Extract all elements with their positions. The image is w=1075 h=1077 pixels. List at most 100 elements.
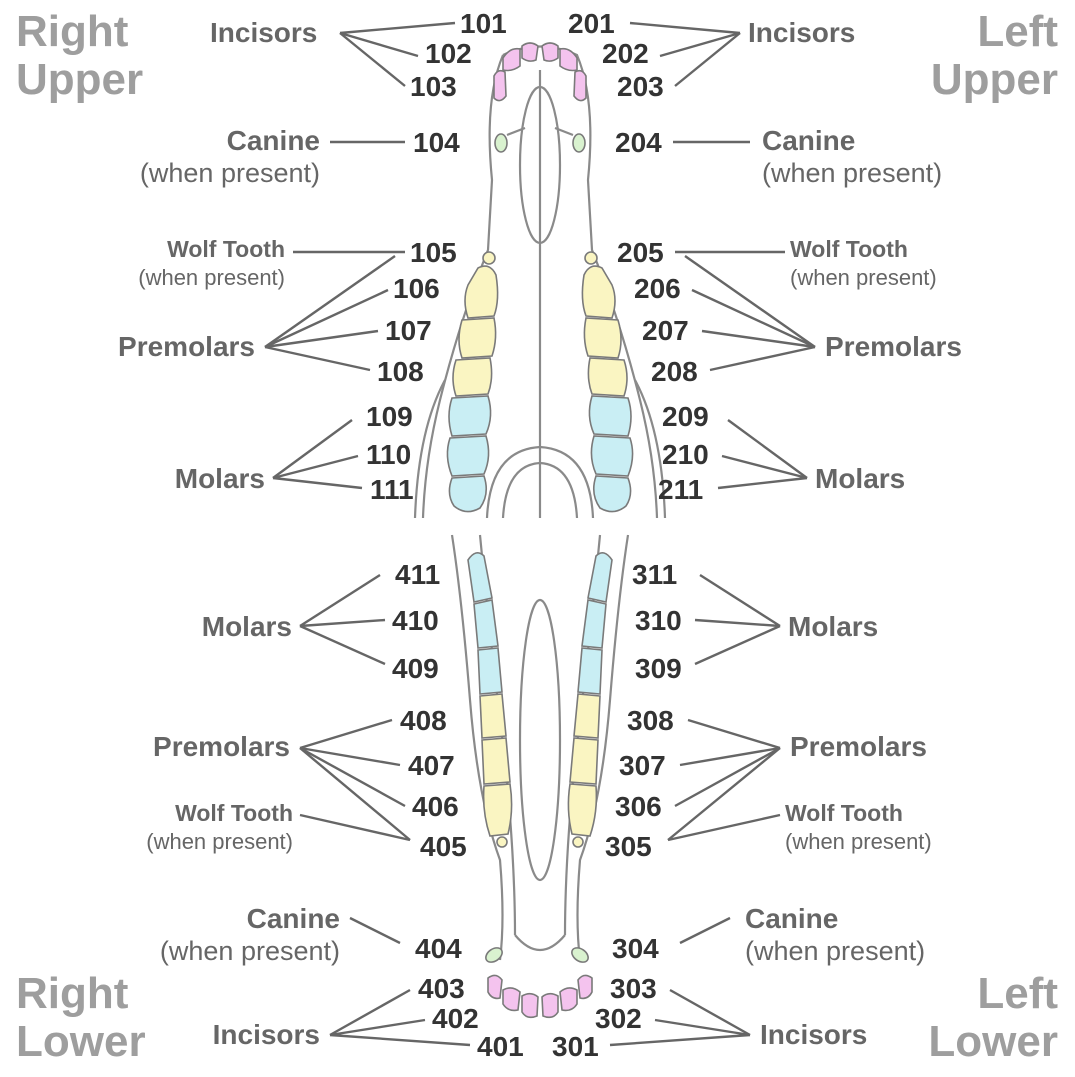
number-409: 409 <box>392 653 439 684</box>
label-canine-lower-left: Canine <box>745 903 838 934</box>
tooth-408 <box>479 693 507 739</box>
tooth-207 <box>583 317 622 359</box>
upper-incisors <box>493 42 587 102</box>
tooth-108 <box>452 357 493 397</box>
quadrant-left-upper-line1: Left <box>977 7 1058 56</box>
label-wolf-tooth-upper-left-note: (when present) <box>790 265 937 290</box>
number-407: 407 <box>408 750 455 781</box>
number-109: 109 <box>366 401 413 432</box>
number-307: 307 <box>619 750 666 781</box>
tooth-309 <box>577 647 603 695</box>
tooth-302 <box>559 987 578 1012</box>
label-premolars-lower-left: Premolars <box>790 731 927 762</box>
label-incisors-upper-right: Incisors <box>210 17 317 48</box>
label-premolars-upper-right: Premolars <box>118 331 255 362</box>
label-wolf-tooth-upper-right-note: (when present) <box>138 265 285 290</box>
number-309: 309 <box>635 653 682 684</box>
number-201: 201 <box>568 8 615 39</box>
tooth-308 <box>573 693 601 739</box>
quadrant-right-lower-line1: Right <box>16 969 129 1018</box>
number-408: 408 <box>400 705 447 736</box>
tooth-102 <box>502 47 521 72</box>
tooth-303 <box>577 974 593 1000</box>
tooth-410 <box>473 599 499 649</box>
tooth-304 <box>571 947 589 963</box>
tooth-209 <box>588 395 632 437</box>
lower-right-cheek-teeth <box>467 552 513 837</box>
quadrant-right-lower-line2: Lower <box>16 1017 146 1066</box>
label-premolars-lower-right: Premolars <box>153 731 290 762</box>
tooth-202 <box>559 47 578 72</box>
number-206: 206 <box>634 273 681 304</box>
tooth-305 <box>572 836 584 848</box>
label-canine-lower-right-note: (when present) <box>160 936 340 966</box>
tooth-206 <box>581 265 616 319</box>
tooth-107 <box>458 317 497 359</box>
number-104: 104 <box>413 127 460 158</box>
number-402: 402 <box>432 1003 479 1034</box>
number-306: 306 <box>615 791 662 822</box>
label-incisors-lower-right: Incisors <box>213 1019 320 1050</box>
number-301: 301 <box>552 1031 599 1062</box>
number-102: 102 <box>425 38 472 69</box>
tooth-301 <box>541 992 559 1019</box>
label-canine-upper-left: Canine <box>762 125 855 156</box>
number-406: 406 <box>412 791 459 822</box>
number-207: 207 <box>642 315 689 346</box>
number-205: 205 <box>617 237 664 268</box>
number-411: 411 <box>395 559 440 590</box>
label-canine-lower-left-note: (when present) <box>745 936 925 966</box>
number-108: 108 <box>377 356 424 387</box>
number-101: 101 <box>460 8 507 39</box>
tooth-404 <box>485 947 503 963</box>
number-303: 303 <box>610 973 657 1004</box>
tooth-201 <box>541 42 559 62</box>
label-canine-upper-left-note: (when present) <box>762 158 942 188</box>
tooth-211 <box>592 475 632 513</box>
quadrant-left-lower-line1: Left <box>977 969 1058 1018</box>
number-308: 308 <box>627 705 674 736</box>
label-canine-upper-right: Canine <box>227 125 320 156</box>
number-202: 202 <box>602 38 649 69</box>
tooth-411 <box>467 552 493 603</box>
label-molars-upper-right: Molars <box>175 463 265 494</box>
number-405: 405 <box>420 831 467 862</box>
label-molars-lower-right: Molars <box>202 611 292 642</box>
tooth-204 <box>572 133 586 153</box>
number-106: 106 <box>393 273 440 304</box>
tooth-105 <box>482 251 496 265</box>
label-wolf-tooth-lower-right-note: (when present) <box>146 829 293 854</box>
label-wolf-tooth-lower-right: Wolf Tooth <box>175 800 293 826</box>
tooth-109 <box>448 395 492 437</box>
number-105: 105 <box>410 237 457 268</box>
label-molars-upper-left: Molars <box>815 463 905 494</box>
tooth-103 <box>493 69 507 102</box>
tooth-203 <box>573 69 587 102</box>
number-211: 211 <box>658 474 703 505</box>
upper-jaw-outline <box>413 45 667 519</box>
number-203: 203 <box>617 71 664 102</box>
tooth-307 <box>569 737 599 785</box>
label-canine-lower-right: Canine <box>247 903 340 934</box>
lower-incisors <box>487 974 593 1019</box>
tooth-405 <box>496 836 508 848</box>
tooth-208 <box>587 357 628 397</box>
upper-right-cheek-teeth <box>446 265 499 513</box>
tooth-110 <box>446 435 490 477</box>
number-210: 210 <box>662 439 709 470</box>
quadrant-left-upper-line2: Upper <box>931 55 1058 104</box>
label-incisors-upper-left: Incisors <box>748 17 855 48</box>
number-410: 410 <box>392 605 439 636</box>
number-305: 305 <box>605 831 652 862</box>
number-204: 204 <box>615 127 662 158</box>
tooth-101 <box>521 42 539 62</box>
number-403: 403 <box>418 973 465 1004</box>
tooth-306 <box>567 783 598 837</box>
lower-left-cheek-teeth <box>567 552 613 837</box>
leader-lines <box>264 21 816 1047</box>
tooth-406 <box>482 783 513 837</box>
quadrant-right-upper-line1: Right <box>16 7 129 56</box>
tooth-310 <box>581 599 607 649</box>
tooth-104 <box>494 133 508 153</box>
number-310: 310 <box>635 605 682 636</box>
